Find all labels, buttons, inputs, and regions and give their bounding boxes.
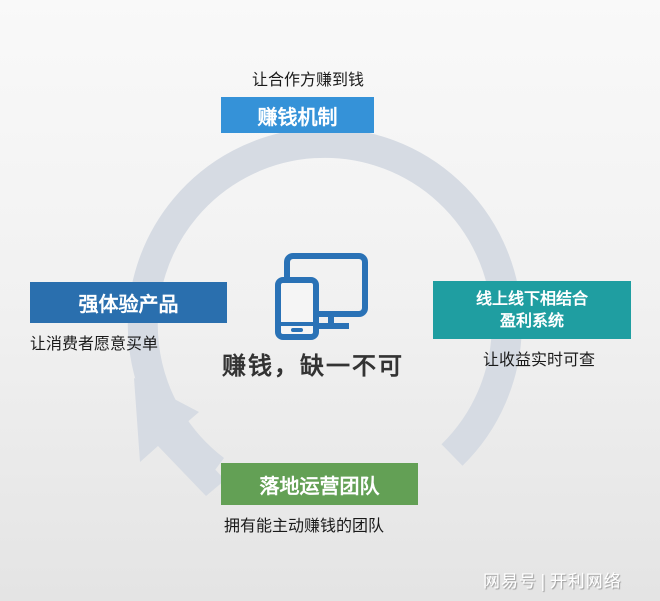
node-strong-experience-product: 强体验产品 [30,282,227,323]
node-label: 赚钱机制 [257,104,338,129]
node-online-offline-profit-system: 线上线下相结合 盈利系统 [433,281,631,339]
node-earning-mechanism: 赚钱机制 [221,97,374,133]
node-label: 落地运营团队 [259,473,380,498]
top-node-caption: 让合作方赚到钱 [252,70,365,89]
node-operations-team: 落地运营团队 [221,463,418,505]
center-title: 赚钱，缺一不可 [222,352,404,380]
watermark: 网易号|开利网络 [483,567,622,592]
watermark-author: 开利网络 [549,572,622,592]
node-label-line1: 线上线下相结合 [475,289,588,308]
node-label: 强体验产品 [78,292,179,316]
devices-icon [275,253,368,340]
watermark-platform: 网易号 [483,572,537,592]
node-label-line2: 盈利系统 [499,311,564,330]
watermark-separator: | [540,572,547,592]
left-node-caption: 让消费者愿意买单 [30,334,159,353]
right-node-caption: 让收益实时可查 [483,350,596,369]
bottom-node-caption: 拥有能主动赚钱的团队 [224,516,385,535]
